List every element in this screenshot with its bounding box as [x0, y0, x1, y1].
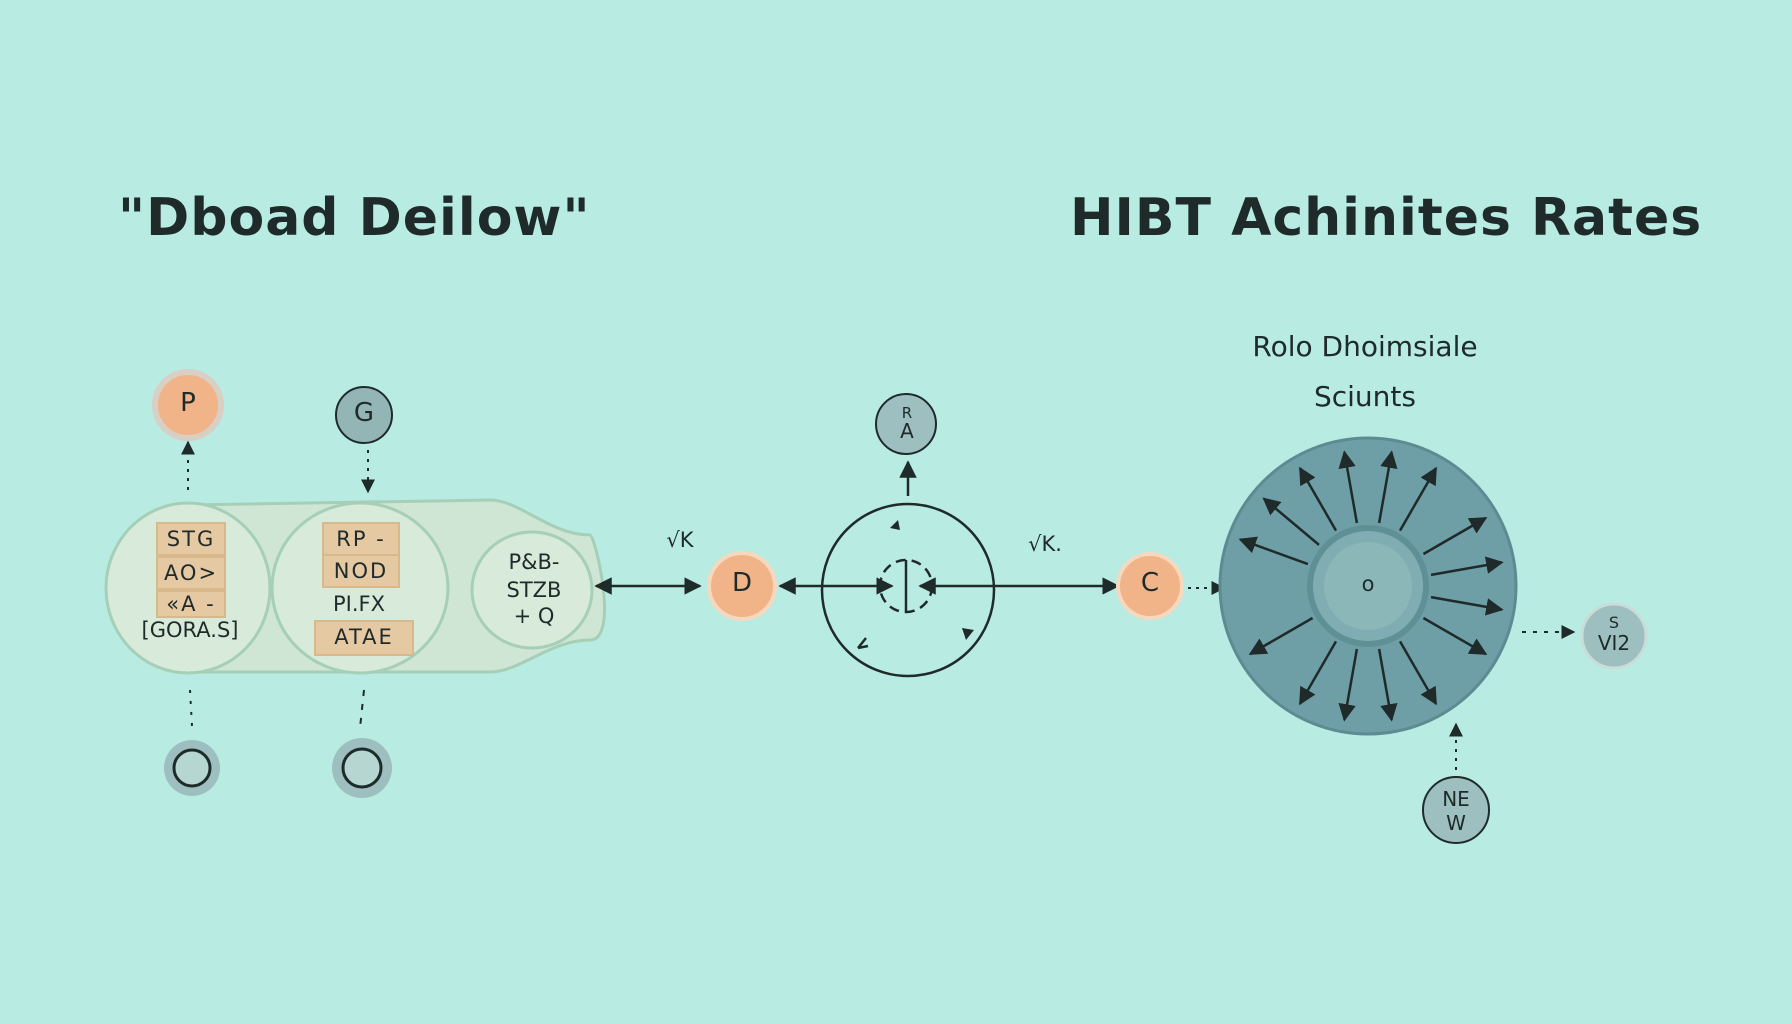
arrow-label-right: √K. [1028, 532, 1062, 556]
lobe-text-3: + Q [513, 604, 555, 628]
connector-bottom-1 [189, 689, 193, 727]
hub-spoke-arrow [1422, 616, 1488, 656]
hub-spoke-arrow [1298, 640, 1338, 706]
hub-spoke-arrow [1238, 536, 1309, 566]
node-new-label-1: NE [1442, 787, 1470, 811]
hub-spoke-arrow [1298, 466, 1338, 532]
hub-center-label: o [1361, 572, 1375, 596]
hub-spoke-arrow [1262, 497, 1320, 546]
node-d[interactable] [707, 551, 777, 621]
node-g-label: G [353, 398, 375, 428]
ring-node-2-inner [341, 747, 383, 789]
hub-inner [1324, 542, 1412, 630]
center-mark-top [890, 520, 900, 530]
box-stg: STG [156, 522, 226, 556]
node-new-label-2: W [1446, 811, 1466, 835]
lobe-text-2: STZB [506, 578, 562, 602]
center-mark-right [962, 628, 974, 640]
hub-spoke-arrow [1338, 648, 1359, 722]
box-ea: «A - [156, 590, 226, 618]
subtitle-line-1: Rolo Dhoimsiale [1252, 330, 1478, 363]
subtitle: Rolo Dhoimsiale Sciunts [1210, 322, 1520, 422]
hub-spoke-arrow [1422, 516, 1488, 556]
label-gora: [GORA.S] [141, 618, 239, 642]
box-atae: ATAE [314, 620, 414, 656]
connector-bottom-2 [359, 689, 365, 729]
node-vi2-label-1: S [1608, 613, 1620, 632]
node-ra[interactable] [875, 393, 937, 455]
ring-node-1-inner [172, 748, 212, 788]
hub-spoke-arrow [1430, 556, 1504, 577]
box-nod: NOD [322, 554, 400, 588]
node-vi2-label-2: VI2 [1597, 631, 1631, 655]
node-ra-label-1: R [901, 404, 913, 422]
hub-spoke-arrow [1430, 595, 1504, 616]
lobe-text-1: P&B- [508, 550, 560, 574]
subtitle-line-2: Sciunts [1313, 380, 1416, 413]
hub [1218, 436, 1518, 736]
left-title: "Dboad Deilow" [118, 188, 591, 248]
node-g[interactable] [335, 386, 393, 444]
arrow-label-left: √K [666, 528, 694, 552]
hub-spoke-arrow [1398, 466, 1438, 532]
hub-spoke-arrow [1338, 450, 1359, 524]
hub-spoke-arrow [1377, 450, 1398, 524]
box-ao: AO> [156, 556, 226, 590]
node-d-label: D [731, 568, 753, 598]
hub-spoke-arrow [1377, 648, 1398, 722]
center-mark-left [857, 637, 869, 650]
node-new[interactable] [1422, 776, 1490, 844]
node-p-label: P [180, 388, 196, 418]
center-circle [820, 502, 996, 678]
hub-spokes [1238, 450, 1504, 722]
label-pifx: PI.FX [333, 592, 385, 616]
node-c-label: C [1140, 568, 1160, 598]
node-vi2[interactable] [1580, 602, 1648, 670]
right-title: HIBT Achinites Rates [1070, 188, 1703, 248]
box-rp: RP - [322, 522, 400, 556]
node-p[interactable] [152, 369, 224, 441]
node-ra-label-2: A [900, 419, 914, 443]
node-c[interactable] [1116, 552, 1184, 620]
hub-spoke-arrow [1398, 640, 1438, 706]
hub-spoke-arrow [1248, 616, 1314, 656]
